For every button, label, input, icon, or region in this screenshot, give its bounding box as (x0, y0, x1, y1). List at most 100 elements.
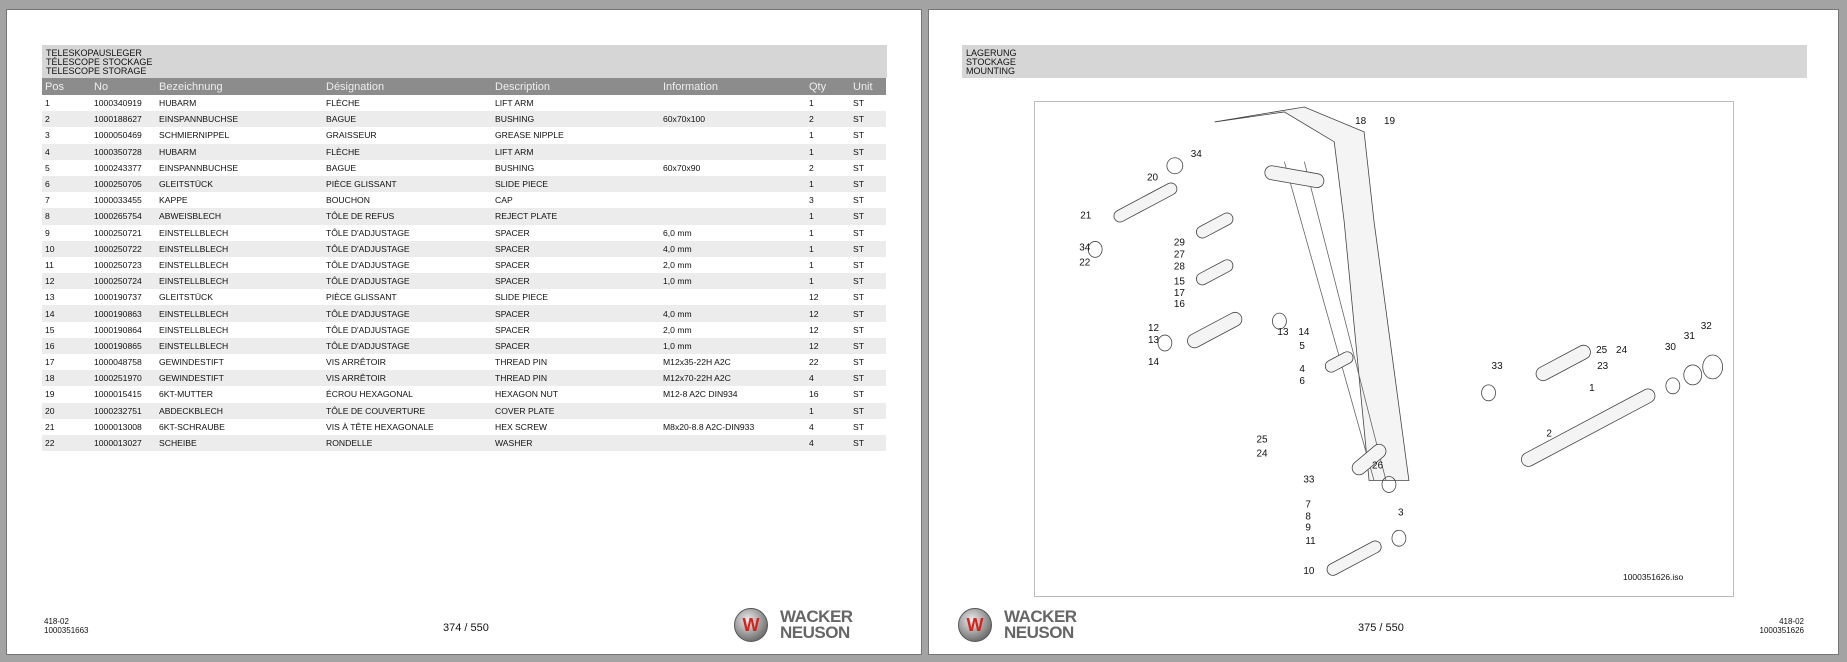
table-cell: 1 (806, 143, 850, 160)
table-cell (660, 402, 806, 419)
table-cell: SPACER (495, 227, 530, 238)
footer-code: 418-02 (44, 617, 69, 626)
table-cell: M12x35-22H A2C (663, 357, 731, 368)
table-cell: 1 (809, 98, 814, 109)
callout-label: 8 (1305, 511, 1311, 522)
table-cell: SPACER (492, 240, 660, 257)
table-cell (660, 208, 806, 225)
table-cell: 1000190864 (94, 324, 142, 335)
table-cell: PIÈCE GLISSANT (323, 175, 492, 193)
table-cell: TÔLE D'ADJUSTAGE (323, 337, 492, 354)
footer-ref: 418-02 1000351663 (44, 617, 89, 635)
table-cell: 1000190863 (91, 305, 156, 322)
table-cell: WASHER (492, 434, 660, 452)
table-cell: 1000188627 (91, 111, 156, 128)
table-cell: 6,0 mm (663, 227, 692, 238)
table-cell: 1000250705 (91, 175, 156, 193)
table-cell: ST (850, 111, 886, 128)
title-de: LAGERUNG (966, 48, 1017, 58)
table-cell: 22 (42, 434, 91, 452)
table-cell (660, 289, 806, 305)
callout-label: 27 (1174, 249, 1186, 260)
table-cell: VIS À TÊTE HEXAGONALE (326, 421, 434, 432)
table-cell: ST (853, 389, 864, 400)
table-cell: ST (853, 195, 864, 206)
table-cell: 4,0 mm (660, 240, 806, 257)
table-cell: ST (850, 434, 886, 452)
table-cell: 1 (806, 402, 850, 419)
table-cell: FLÈCHE (326, 98, 360, 109)
table-cell: 4 (806, 370, 850, 387)
table-cell: 1000250722 (91, 240, 156, 257)
table-cell: KAPPE (159, 195, 188, 206)
callout-label: 10 (1303, 566, 1315, 577)
table-cell: 1 (806, 208, 850, 225)
table-cell: EINSTELLBLECH (159, 227, 229, 238)
table-cell: 1000250723 (94, 259, 142, 270)
table-cell: 12 (809, 324, 819, 335)
title-en: TELESCOPE STORAGE (46, 66, 147, 76)
callout-label: 18 (1355, 116, 1367, 127)
callout-label: 26 (1372, 461, 1384, 472)
table-cell: 6 (42, 175, 91, 193)
table-cell: 19 (45, 389, 55, 400)
column-header: Désignation (323, 78, 492, 95)
title-de: TELESKOPAUSLEGER (46, 48, 142, 58)
table-cell: HUBARM (156, 143, 323, 160)
footer-ref: 418-02 1000351626 (1760, 617, 1805, 635)
table-cell: 1 (809, 130, 814, 141)
table-cell: VIS ARRÊTOIR (323, 370, 492, 387)
table-cell: EINSTELLBLECH (159, 259, 229, 270)
table-cell: 1000243377 (94, 162, 142, 173)
table-cell: EINSPANNBUCHSE (159, 162, 239, 173)
callout-label: 3 (1398, 507, 1404, 518)
table-cell: 3 (45, 130, 50, 141)
column-header: Pos (42, 78, 91, 95)
table-cell: BUSHING (495, 162, 535, 173)
table-cell: GREASE NIPPLE (495, 130, 564, 141)
table-cell: SPACER (495, 324, 530, 335)
table-cell: SLIDE PIECE (495, 292, 549, 303)
table-cell: GLEITSTÜCK (156, 175, 323, 193)
table-cell: 1 (806, 273, 850, 290)
table-cell: 10 (42, 240, 91, 257)
table-cell: 1000013008 (94, 421, 142, 432)
title-fr: TÉLESCOPE STOCKAGE (46, 57, 153, 67)
callout-label: 13 (1148, 335, 1160, 346)
table-cell: ÉCROU HEXAGONAL (326, 389, 413, 400)
table-cell: 2 (42, 111, 91, 128)
table-cell: M12x70-22H A2C (660, 370, 806, 387)
table-cell: TÔLE DE COUVERTURE (323, 402, 492, 419)
table-cell (660, 143, 806, 160)
table-cell: FLÈCHE (323, 143, 492, 160)
table-cell: 1000190737 (94, 292, 142, 303)
table-cell: SCHMIERNIPPEL (159, 130, 230, 141)
table-cell: GRAISSEUR (326, 130, 377, 141)
table-cell: ST (850, 208, 886, 225)
callout-label: 11 (1305, 536, 1316, 547)
table-cell: 4 (806, 434, 850, 452)
table-cell: SCHEIBE (156, 434, 323, 452)
table-cell: ST (853, 259, 864, 270)
table-cell: SPACER (492, 337, 660, 354)
callout-label: 14 (1298, 327, 1310, 338)
table-cell (660, 434, 806, 452)
table-cell: EINSTELLBLECH (159, 324, 229, 335)
table-cell (660, 175, 806, 193)
table-cell: 22 (809, 357, 819, 368)
table-cell: ST (850, 143, 886, 160)
table-cell: RONDELLE (323, 434, 492, 452)
callout-label: 14 (1148, 357, 1160, 368)
page-number: 375 / 550 (1358, 622, 1404, 634)
table-cell: GEWINDESTIFT (156, 370, 323, 387)
table-cell: 3 (809, 195, 814, 206)
footer-doc-no: 1000351626 (1759, 626, 1805, 635)
callout-label: 16 (1174, 299, 1186, 310)
parts-list-page: TELESKOPAUSLEGER TÉLESCOPE STOCKAGE TELE… (6, 9, 922, 655)
